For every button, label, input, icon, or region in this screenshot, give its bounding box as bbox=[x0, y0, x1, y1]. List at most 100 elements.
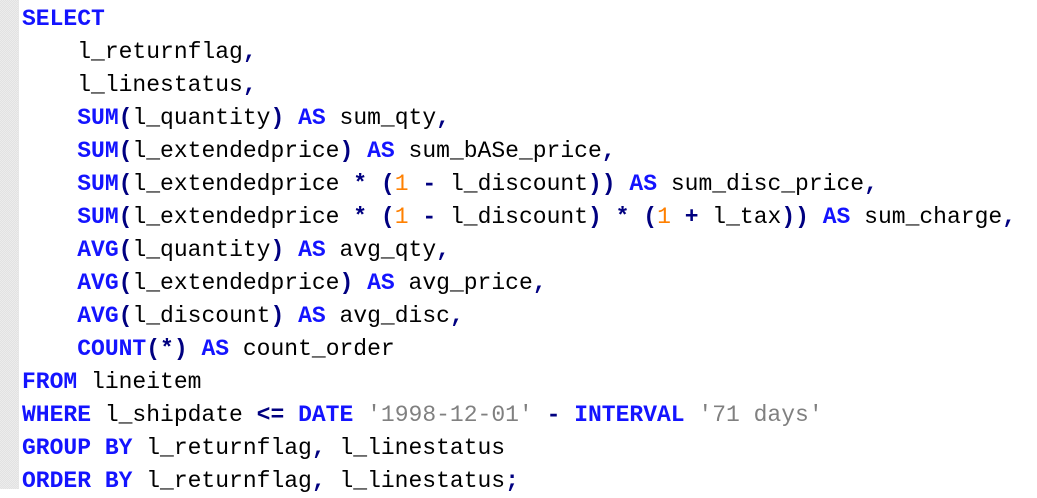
sql-operator: ; bbox=[505, 468, 519, 494]
sql-identifier bbox=[284, 303, 298, 329]
sql-operator: ) bbox=[588, 204, 602, 230]
sql-keyword: AS bbox=[201, 336, 230, 362]
sql-operator: , bbox=[242, 72, 257, 98]
sql-keyword: DATE bbox=[298, 402, 354, 428]
sql-keyword: AS bbox=[298, 303, 326, 329]
sql-identifier bbox=[284, 402, 298, 428]
sql-keyword: SUM bbox=[77, 171, 119, 197]
sql-identifier: l_discount bbox=[436, 171, 588, 197]
sql-identifier bbox=[353, 270, 367, 296]
sql-identifier bbox=[685, 402, 699, 428]
sql-identifier: avg_qty bbox=[325, 237, 437, 263]
editor-gutter bbox=[0, 0, 19, 489]
sql-operator: , bbox=[436, 105, 450, 131]
sql-operator: , bbox=[311, 435, 326, 461]
code-line[interactable]: SUM(l_extendedprice) AS sum_bASe_price, bbox=[22, 135, 1037, 168]
sql-identifier: sum_qty bbox=[325, 105, 437, 131]
sql-identifier: sum_disc_price bbox=[657, 171, 865, 197]
code-line[interactable]: ORDER BY l_returnflag, l_linestatus; bbox=[22, 465, 1037, 498]
sql-identifier: count_order bbox=[229, 336, 395, 362]
sql-identifier: l_linestatus bbox=[325, 435, 506, 461]
sql-identifier: avg_disc bbox=[325, 303, 450, 329]
sql-string: '1998-12-01' bbox=[367, 402, 533, 428]
sql-identifier bbox=[22, 204, 77, 230]
sql-identifier bbox=[22, 270, 77, 296]
sql-operator: , bbox=[242, 39, 257, 65]
sql-operator: - bbox=[422, 171, 437, 197]
sql-identifier bbox=[353, 138, 367, 164]
code-line[interactable]: WHERE l_shipdate <= DATE '1998-12-01' - … bbox=[22, 399, 1037, 432]
sql-identifier bbox=[671, 204, 685, 230]
code-line[interactable]: AVG(l_discount) AS avg_disc, bbox=[22, 300, 1037, 333]
sql-keyword: SUM bbox=[77, 204, 119, 230]
code-line[interactable]: AVG(l_quantity) AS avg_qty, bbox=[22, 234, 1037, 267]
sql-identifier: sum_bASe_price bbox=[394, 138, 602, 164]
sql-operator: ) bbox=[339, 138, 354, 164]
sql-identifier: l_returnflag bbox=[132, 468, 312, 494]
sql-string: '71 days' bbox=[698, 402, 823, 428]
sql-number: 1 bbox=[394, 204, 409, 230]
sql-identifier: l_quantity bbox=[132, 105, 271, 131]
sql-identifier: l_returnflag bbox=[22, 39, 243, 65]
sql-identifier: l_discount bbox=[132, 303, 271, 329]
sql-operator: , bbox=[532, 270, 547, 296]
sql-identifier bbox=[367, 204, 381, 230]
sql-keyword: AVG bbox=[77, 237, 119, 263]
sql-identifier bbox=[284, 105, 298, 131]
code-line[interactable]: SUM(l_extendedprice * (1 - l_discount) *… bbox=[22, 201, 1037, 234]
sql-keyword: AVG bbox=[77, 303, 119, 329]
sql-identifier bbox=[629, 204, 643, 230]
sql-operator: , bbox=[311, 468, 326, 494]
sql-identifier: lineitem bbox=[77, 369, 202, 395]
sql-identifier bbox=[616, 171, 630, 197]
sql-identifier bbox=[809, 204, 823, 230]
sql-keyword: SUM bbox=[77, 138, 119, 164]
sql-identifier: l_extendedprice bbox=[132, 171, 354, 197]
sql-operator: - bbox=[546, 402, 561, 428]
code-line[interactable]: GROUP BY l_returnflag, l_linestatus bbox=[22, 432, 1037, 465]
sql-identifier bbox=[22, 303, 77, 329]
code-line[interactable]: COUNT(*) AS count_order bbox=[22, 333, 1037, 366]
sql-identifier: l_shipdate bbox=[91, 402, 257, 428]
sql-operator: - bbox=[422, 204, 437, 230]
code-line[interactable]: SUM(l_extendedprice * (1 - l_discount)) … bbox=[22, 168, 1037, 201]
sql-keyword: AS bbox=[822, 204, 851, 230]
code-line[interactable]: l_returnflag, bbox=[22, 36, 1037, 69]
sql-code-editor[interactable]: SELECT l_returnflag, l_linestatus, SUM(l… bbox=[22, 3, 1037, 498]
sql-identifier bbox=[602, 204, 616, 230]
sql-operator: ) bbox=[339, 270, 354, 296]
sql-operator: * bbox=[615, 204, 630, 230]
sql-keyword: AVG bbox=[77, 270, 119, 296]
sql-number: 1 bbox=[394, 171, 409, 197]
sql-operator: ( bbox=[118, 171, 133, 197]
sql-keyword: GROUP BY bbox=[22, 435, 133, 461]
code-line[interactable]: FROM lineitem bbox=[22, 366, 1037, 399]
sql-operator: ( bbox=[118, 105, 133, 131]
sql-operator: , bbox=[436, 237, 450, 263]
code-line[interactable]: AVG(l_extendedprice) AS avg_price, bbox=[22, 267, 1037, 300]
sql-identifier bbox=[367, 171, 381, 197]
sql-identifier: l_quantity bbox=[132, 237, 271, 263]
code-line[interactable]: SELECT bbox=[22, 3, 1037, 36]
sql-operator: )) bbox=[588, 171, 616, 197]
sql-identifier: avg_price bbox=[394, 270, 533, 296]
sql-keyword: COUNT bbox=[77, 336, 147, 362]
sql-identifier bbox=[353, 402, 367, 428]
sql-identifier: sum_charge bbox=[850, 204, 1003, 230]
sql-keyword: AS bbox=[367, 270, 395, 296]
sql-identifier bbox=[409, 204, 423, 230]
sql-identifier: l_linestatus bbox=[325, 468, 506, 494]
sql-identifier: l_discount bbox=[436, 204, 588, 230]
code-line[interactable]: l_linestatus, bbox=[22, 69, 1037, 102]
sql-identifier bbox=[22, 171, 77, 197]
sql-operator: ( bbox=[118, 270, 133, 296]
sql-identifier: l_extendedprice bbox=[132, 204, 354, 230]
sql-keyword: INTERVAL bbox=[574, 402, 685, 428]
sql-identifier bbox=[22, 138, 77, 164]
sql-operator: , bbox=[449, 303, 464, 329]
sql-keyword: AS bbox=[367, 138, 395, 164]
sql-identifier bbox=[22, 105, 77, 131]
sql-operator: ) bbox=[270, 303, 285, 329]
code-line[interactable]: SUM(l_quantity) AS sum_qty, bbox=[22, 102, 1037, 135]
sql-operator: ) bbox=[270, 237, 285, 263]
